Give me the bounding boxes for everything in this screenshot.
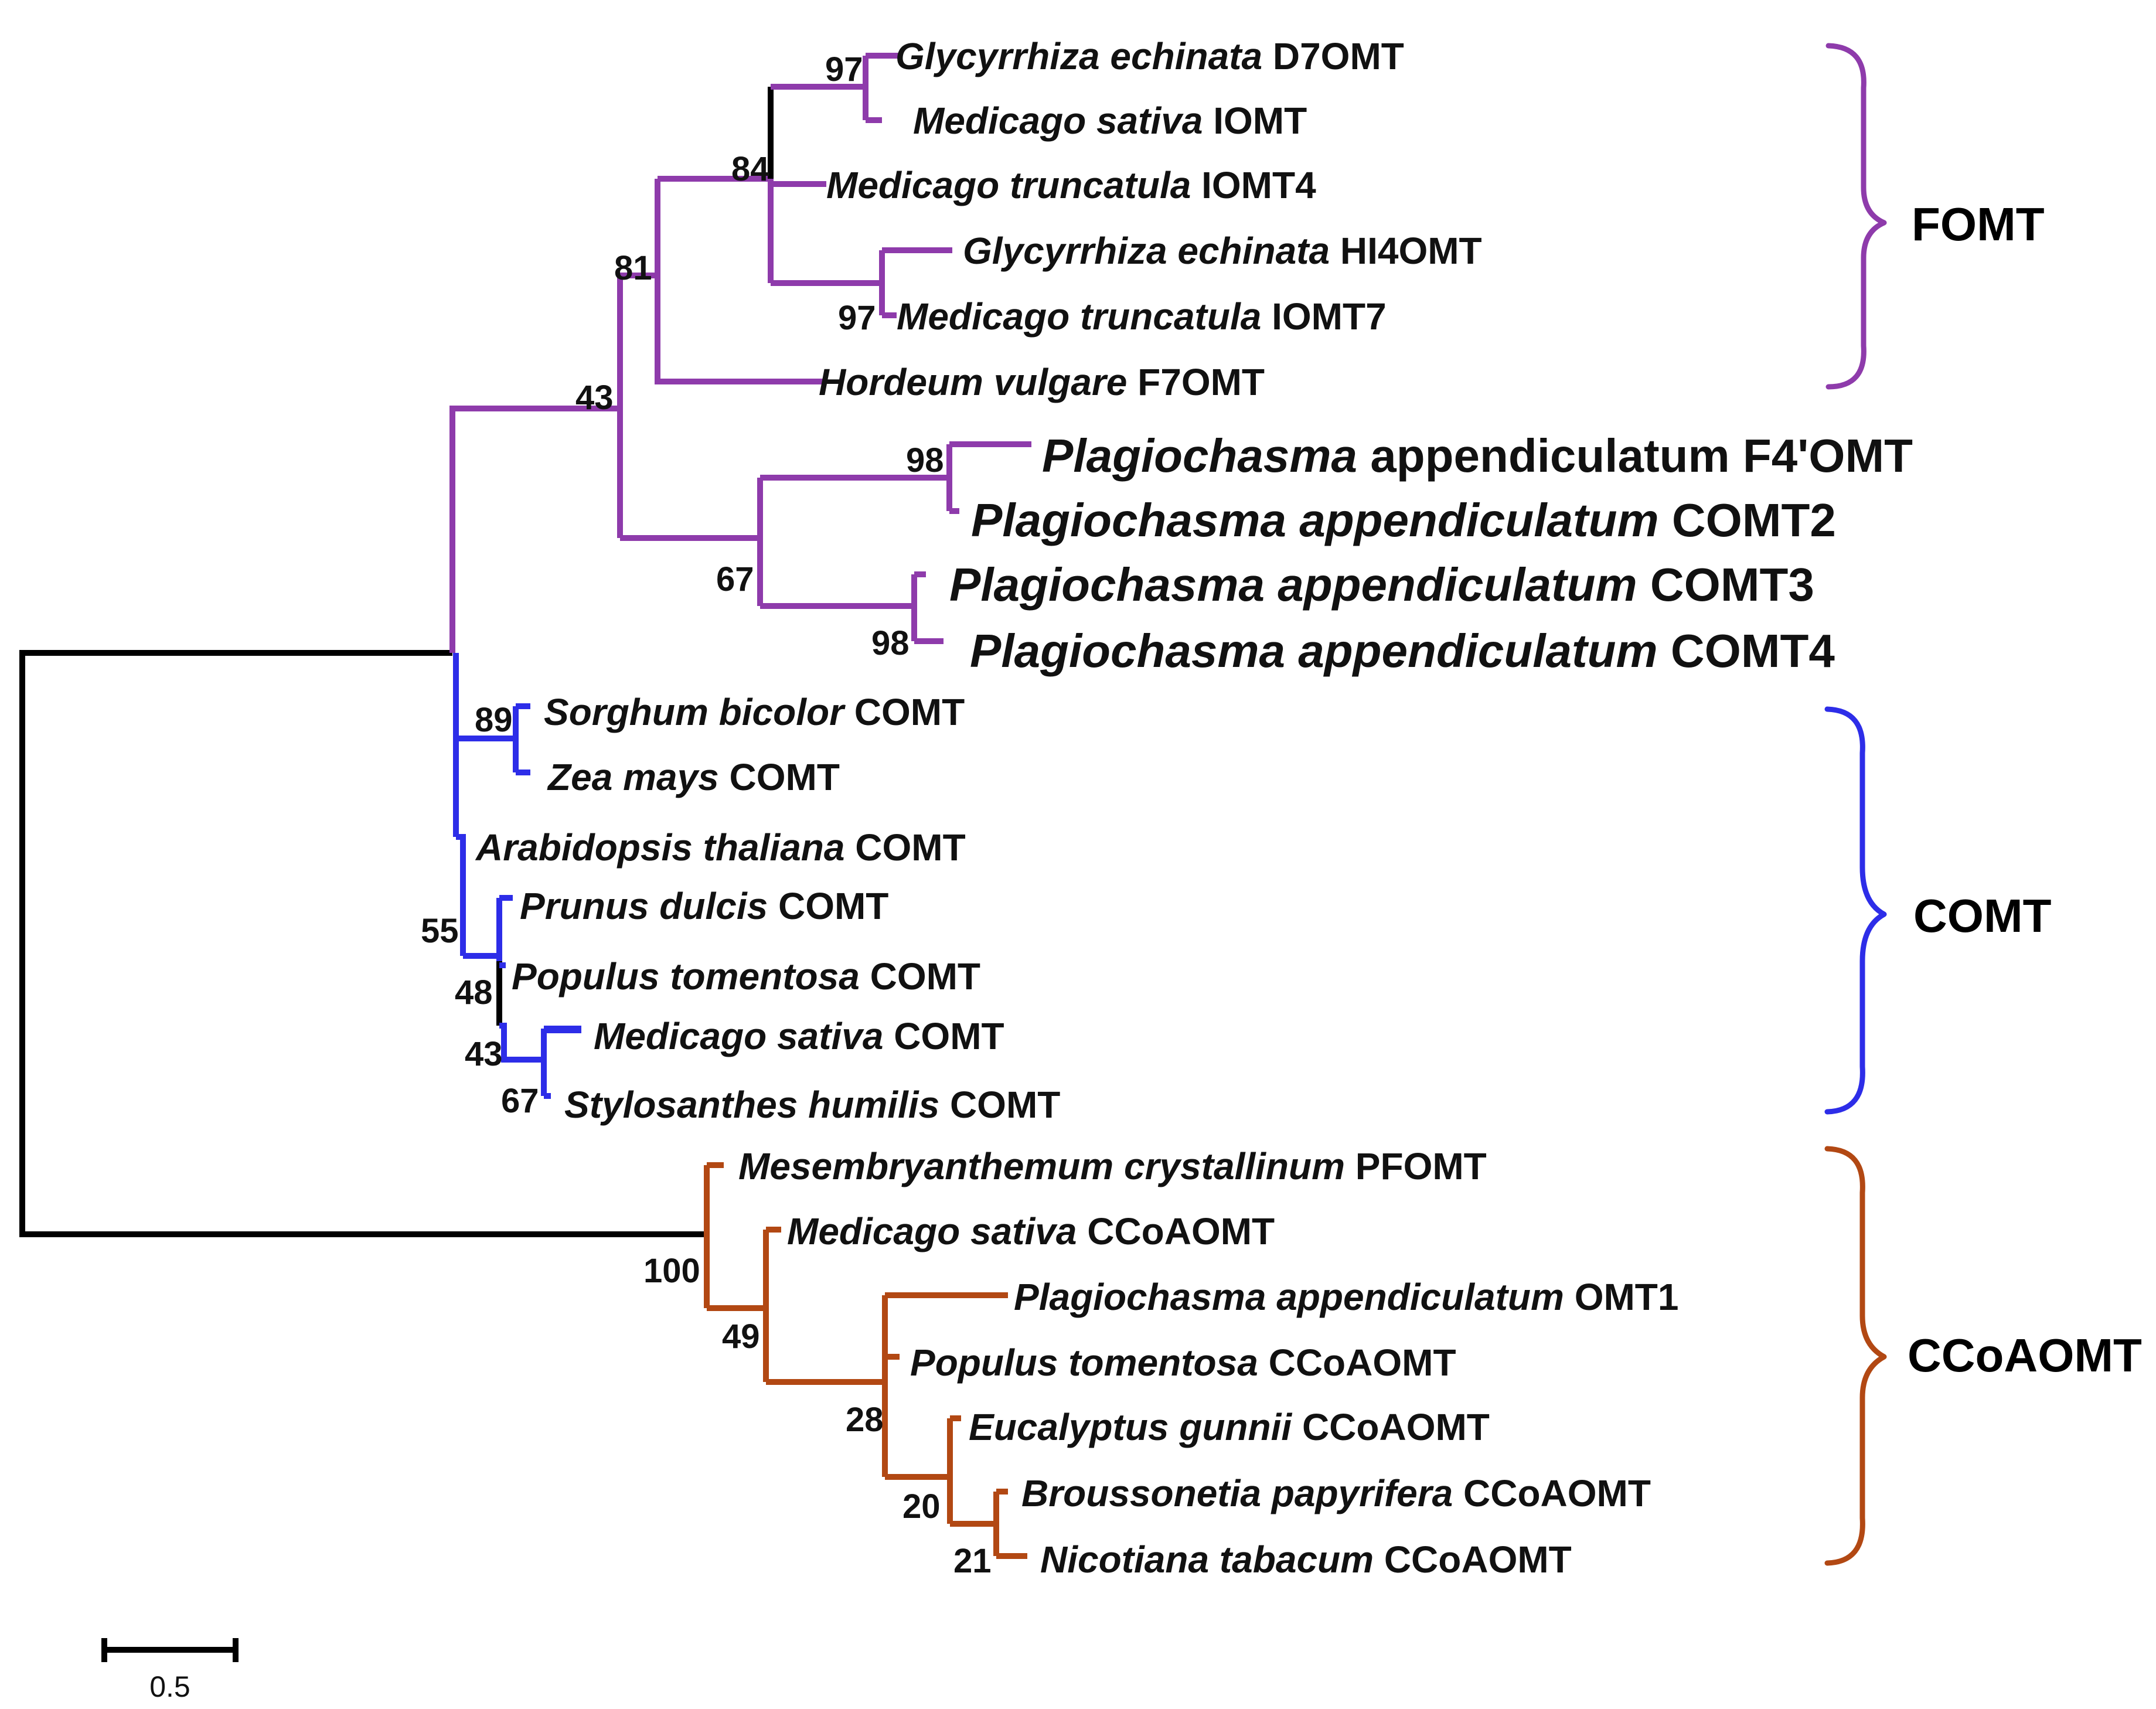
bootstrap-value: 48 xyxy=(455,973,493,1012)
leaf-label: Glycyrrhiza echinata HI4OMT xyxy=(963,230,1482,272)
bootstrap-values: 97 84 97 81 43 98 67 98 89 55 48 43 67 1… xyxy=(421,50,992,1580)
leaf-label: Medicago sativa COMT xyxy=(594,1015,1004,1057)
bootstrap-value: 43 xyxy=(575,379,614,417)
leaf-label: Medicago truncatula IOMT7 xyxy=(897,295,1387,338)
leaf-label: Medicago sativa IOMT xyxy=(913,100,1307,142)
leaf-label: Eucalyptus gunnii CCoAOMT xyxy=(969,1406,1490,1448)
bootstrap-value: 21 xyxy=(953,1542,992,1580)
bootstrap-value: 98 xyxy=(906,441,944,479)
leaf-label: Stylosanthes humilis COMT xyxy=(564,1084,1060,1126)
leaf-label: Zea mays COMT xyxy=(547,756,840,798)
leaf-labels: Glycyrrhiza echinata D7OMT Medicago sati… xyxy=(475,35,1913,1581)
scale-bar-label: 0.5 xyxy=(149,1670,190,1703)
branch-root xyxy=(19,650,707,1237)
clade-label-ccoaomt: CCoAOMT xyxy=(1908,1329,2142,1381)
leaf-label: Plagiochasma appendiculatum OMT1 xyxy=(1014,1276,1678,1318)
bootstrap-value: 100 xyxy=(643,1252,700,1290)
leaf-label: Plagiochasma appendiculatum COMT3 xyxy=(949,559,1814,611)
leaf-label: Populus tomentosa CCoAOMT xyxy=(910,1342,1456,1384)
leaf-label: Plagiochasma appendiculatum COMT2 xyxy=(971,494,1836,546)
clade-label-comt: COMT xyxy=(1913,890,2052,942)
leaf-label: Mesembryanthemum crystallinum PFOMT xyxy=(738,1145,1487,1187)
bootstrap-value: 97 xyxy=(825,50,863,88)
bootstrap-value: 28 xyxy=(846,1401,884,1439)
scale-bar: 0.5 xyxy=(101,1638,239,1703)
leaf-label: Glycyrrhiza echinata D7OMT xyxy=(895,35,1404,77)
fomt-branches xyxy=(449,53,1031,653)
bootstrap-value: 67 xyxy=(501,1082,539,1120)
leaf-label: Nicotiana tabacum CCoAOMT xyxy=(1040,1538,1572,1581)
comt-brace xyxy=(1824,706,1887,1115)
bootstrap-value: 89 xyxy=(475,701,513,739)
comt-branches xyxy=(453,653,581,1099)
bootstrap-value: 98 xyxy=(871,624,910,662)
leaf-label: Broussonetia papyrifera CCoAOMT xyxy=(1021,1472,1651,1514)
leaf-label: Hordeum vulgare F7OMT xyxy=(819,361,1265,403)
fomt-brace xyxy=(1825,43,1887,390)
bootstrap-value: 84 xyxy=(731,150,769,188)
bootstrap-value: 55 xyxy=(421,912,459,950)
leaf-label: Prunus dulcis COMT xyxy=(520,885,888,927)
bootstrap-value: 81 xyxy=(614,249,652,287)
leaf-label: Populus tomentosa COMT xyxy=(512,955,980,998)
bootstrap-value: 67 xyxy=(716,560,754,598)
ccoaomt-brace xyxy=(1824,1146,1887,1566)
bootstrap-value: 97 xyxy=(838,299,876,337)
leaf-label: Plagiochasma appendiculatum COMT4 xyxy=(970,625,1835,677)
bootstrap-value: 43 xyxy=(465,1035,503,1073)
bootstrap-value: 49 xyxy=(722,1318,760,1356)
leaf-label: Plagiochasma appendiculatum F4'OMT xyxy=(1042,430,1913,482)
leaf-label: Arabidopsis thaliana COMT xyxy=(475,826,966,869)
leaf-label: Medicago truncatula IOMT4 xyxy=(826,164,1316,206)
leaf-label: Medicago sativa CCoAOMT xyxy=(787,1210,1275,1252)
leaf-label: Sorghum bicolor COMT xyxy=(544,691,965,733)
ccoaomt-branches xyxy=(704,1162,1027,1559)
bootstrap-value: 20 xyxy=(902,1487,941,1526)
clade-label-fomt: FOMT xyxy=(1912,198,2045,250)
